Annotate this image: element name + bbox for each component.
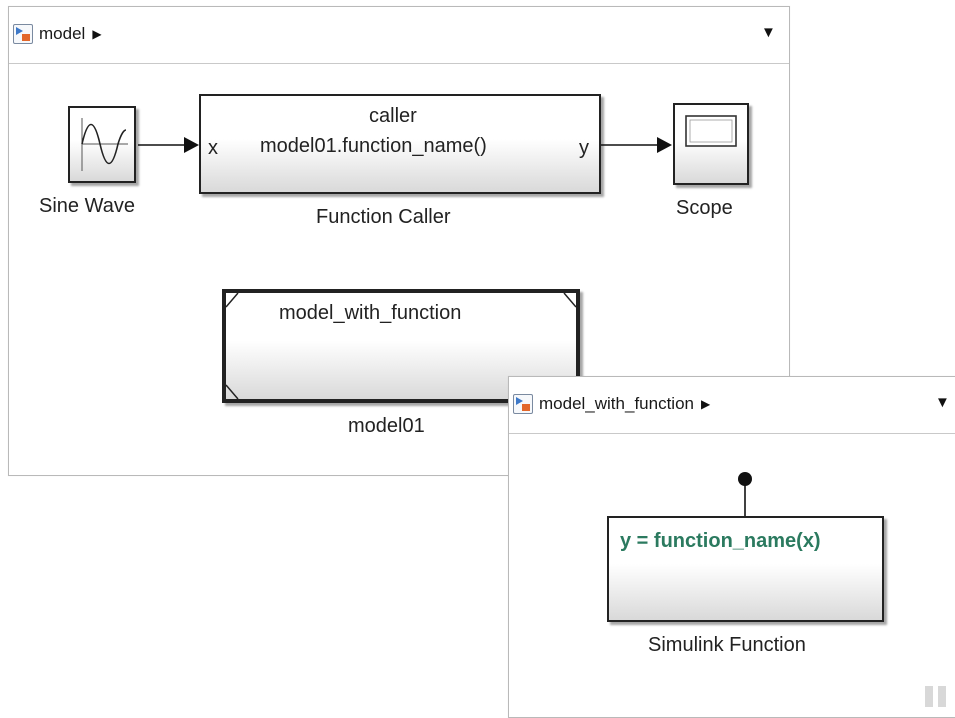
function-caller-output-port: y [579, 137, 589, 159]
scope-screen-icon [685, 115, 737, 147]
function-caller-label: Function Caller [316, 206, 451, 228]
model-reference-title: model_with_function [279, 302, 462, 324]
breadcrumb-label[interactable]: model_with_function [539, 394, 694, 413]
breadcrumb-arrow-icon[interactable]: ▶ [700, 397, 711, 411]
model-icon [513, 394, 533, 414]
breadcrumb[interactable]: model_with_function ▶ [513, 394, 710, 414]
model-window: model ▶ ▼ [8, 6, 790, 476]
simulink-function-signature: y = function_name(x) [620, 530, 821, 552]
function-caller-title: caller [369, 105, 417, 127]
sine-wave-icon [81, 118, 128, 171]
simulink-function-block[interactable] [607, 516, 884, 622]
model-reference-corner-marks [226, 293, 576, 399]
model-reference-label: model01 [348, 415, 425, 437]
breadcrumb[interactable]: model ▶ [13, 24, 102, 44]
sine-wave-block[interactable] [68, 106, 136, 183]
dropdown-caret-icon[interactable]: ▼ [761, 24, 776, 41]
model-window-toolbar: model ▶ ▼ [9, 7, 789, 64]
breadcrumb-arrow-icon[interactable]: ▶ [92, 27, 102, 41]
model-reference-block[interactable] [222, 289, 580, 403]
model-with-function-toolbar: model_with_function ▶ ▼ [509, 377, 955, 434]
sine-wave-label: Sine Wave [39, 195, 135, 217]
simulink-function-label: Simulink Function [648, 634, 806, 656]
function-caller-block[interactable] [199, 94, 601, 194]
scope-label: Scope [676, 197, 733, 219]
breadcrumb-label[interactable]: model [39, 24, 86, 43]
dropdown-caret-icon[interactable]: ▼ [935, 394, 950, 411]
model-icon [13, 24, 33, 44]
function-caller-input-port: x [208, 137, 218, 159]
scope-block[interactable] [673, 103, 749, 185]
function-caller-call: model01.function_name() [260, 135, 487, 157]
